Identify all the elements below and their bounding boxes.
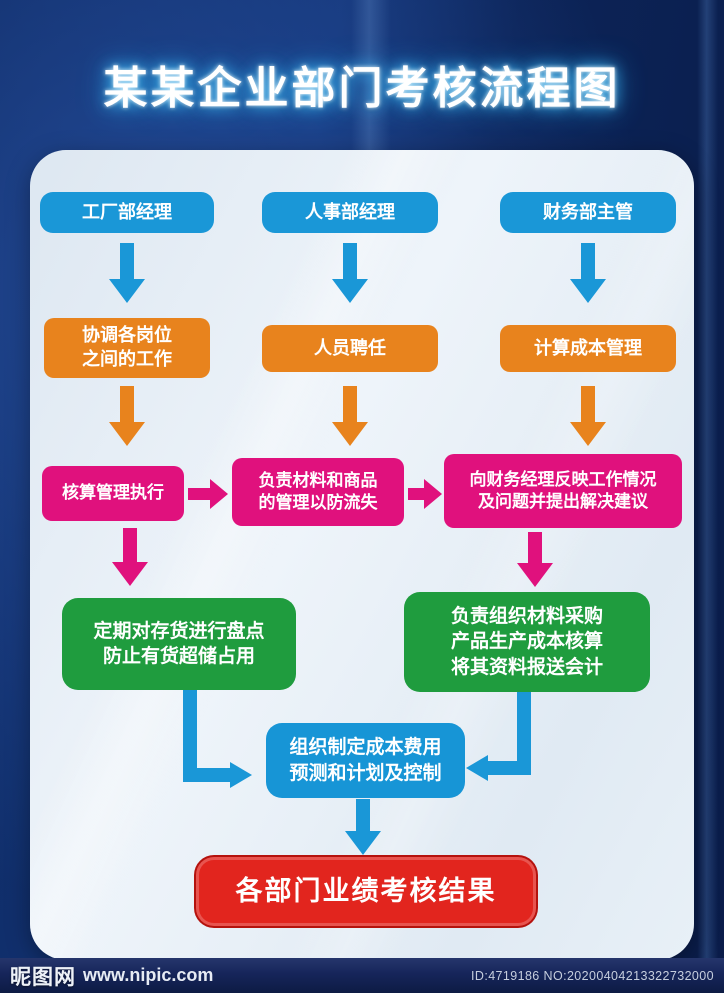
node-accounting-execution: 核算管理执行 <box>42 466 184 521</box>
node-factory-manager: 工厂部经理 <box>40 192 214 233</box>
node-assessment-result: 各部门业绩考核结果 <box>196 857 536 926</box>
nipic-logo: 昵图网 <box>10 965 76 989</box>
arrow-head <box>570 279 606 303</box>
node-label: 组织制定成本费用 预测和计划及控制 <box>289 737 442 784</box>
arrow-head <box>345 831 381 855</box>
arrow-shaft <box>517 692 531 775</box>
arrow-head <box>332 279 368 303</box>
arrow-shaft <box>120 386 134 422</box>
arrow-down-icon <box>345 799 381 855</box>
arrow-shaft <box>528 532 542 563</box>
arrow-shaft <box>183 768 230 782</box>
arrow-head <box>230 762 252 788</box>
node-label: 计算成本管理 <box>534 337 642 358</box>
node-cost-budget-planning: 组织制定成本费用 预测和计划及控制 <box>266 723 465 798</box>
node-label: 定期对存货进行盘点 防止有货超储占用 <box>93 620 265 667</box>
node-staff-hiring: 人员聘任 <box>262 325 438 372</box>
arrow-shaft <box>120 243 134 279</box>
node-label: 人事部经理 <box>305 201 395 222</box>
arrow-head <box>109 422 145 446</box>
arrow-shaft <box>356 799 370 831</box>
arrow-right-icon <box>188 479 228 509</box>
arrow-down-icon <box>332 386 368 446</box>
watermark-left: 昵图网 www.nipic.com <box>10 961 213 991</box>
watermark-bar: 昵图网 www.nipic.com ID:4719186 NO:20200404… <box>0 958 724 993</box>
arrow-down-icon <box>517 532 553 587</box>
node-label: 各部门业绩考核结果 <box>235 875 497 906</box>
arrow-down-icon <box>332 243 368 303</box>
node-label: 核算管理执行 <box>62 483 164 503</box>
node-inventory-stocktaking: 定期对存货进行盘点 防止有货超储占用 <box>62 598 296 690</box>
arrow-shaft <box>488 761 531 775</box>
arrow-head <box>109 279 145 303</box>
arrow-down-icon <box>112 528 148 586</box>
arrow-shaft <box>123 528 137 562</box>
arrow-head <box>517 563 553 587</box>
node-label: 工厂部经理 <box>82 201 172 222</box>
arrow-shaft <box>188 488 210 500</box>
arrow-shaft <box>183 690 197 782</box>
node-label: 财务部主管 <box>543 201 633 222</box>
arrow-right-icon <box>408 479 442 509</box>
node-label: 协调各岗位 之间的工作 <box>82 325 172 369</box>
node-hr-manager: 人事部经理 <box>262 192 438 233</box>
image-id-text: ID:4719186 NO:20200404213322732000 <box>471 968 714 983</box>
arrow-down-icon <box>109 243 145 303</box>
site-url: www.nipic.com <box>83 965 214 985</box>
node-report-to-finance-manager: 向财务经理反映工作情况 及问题并提出解决建议 <box>444 454 682 528</box>
arrow-shaft <box>408 488 424 500</box>
arrow-head <box>466 755 488 781</box>
arrow-head <box>332 422 368 446</box>
node-finance-supervisor: 财务部主管 <box>500 192 676 233</box>
node-material-loss-prevention: 负责材料和商品 的管理以防流失 <box>232 458 404 526</box>
arrow-down-icon <box>109 386 145 446</box>
node-cost-management: 计算成本管理 <box>500 325 676 372</box>
arrow-down-icon <box>570 243 606 303</box>
arrow-head <box>424 479 442 509</box>
arrow-shaft <box>343 386 357 422</box>
arrow-shaft <box>343 243 357 279</box>
page-title: 某某企业部门考核流程图 <box>103 64 621 113</box>
arrow-down-icon <box>570 386 606 446</box>
arrow-head <box>210 479 228 509</box>
arrow-head <box>570 422 606 446</box>
node-label: 负责组织材料采购 产品生产成本核算 将其资料报送会计 <box>450 606 603 678</box>
arrow-head <box>112 562 148 586</box>
node-label: 人员聘任 <box>314 337 386 358</box>
node-procurement-cost-accounting: 负责组织材料采购 产品生产成本核算 将其资料报送会计 <box>404 592 650 692</box>
node-coordinate-posts: 协调各岗位 之间的工作 <box>44 318 210 378</box>
arrow-shaft <box>581 386 595 422</box>
node-label: 向财务经理反映工作情况 及问题并提出解决建议 <box>469 469 657 511</box>
node-label: 负责材料和商品 的管理以防流失 <box>258 470 378 512</box>
arrow-shaft <box>581 243 595 279</box>
